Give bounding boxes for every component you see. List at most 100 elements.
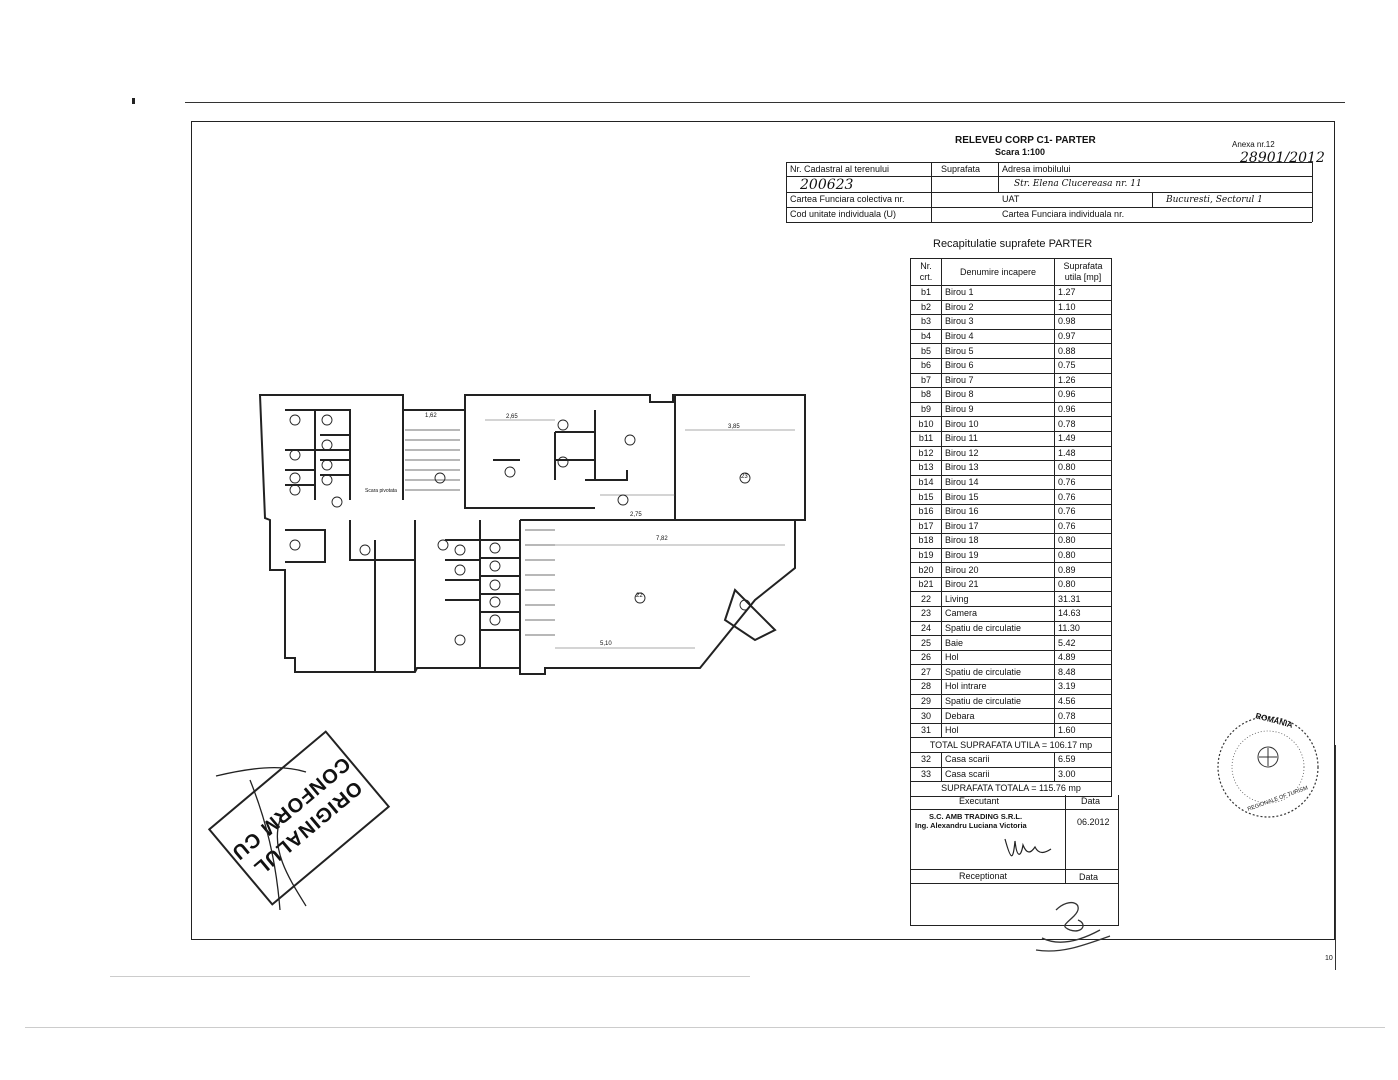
row-nr: 22 bbox=[910, 591, 942, 608]
row-area: 0.80 bbox=[1054, 547, 1112, 564]
row-name: Birou 14 bbox=[941, 474, 1055, 491]
unit-code-label: Cod unitate individuala (U) bbox=[790, 209, 897, 219]
row-area: 0.76 bbox=[1054, 503, 1112, 520]
cf-collective-label: Cartea Funciara colectiva nr. bbox=[790, 194, 905, 204]
row-nr: 23 bbox=[910, 606, 942, 622]
row-area: 6.59 bbox=[1054, 752, 1112, 768]
plan-dim-3: 5,10 bbox=[600, 641, 612, 647]
row-area: 3.19 bbox=[1054, 679, 1112, 695]
page-number: 10 bbox=[1325, 955, 1333, 962]
row-area: 0.89 bbox=[1054, 562, 1112, 578]
row-nr: b14 bbox=[910, 474, 942, 491]
row-nr: b3 bbox=[910, 314, 942, 330]
row-area: 4.89 bbox=[1054, 649, 1112, 666]
row-nr: 31 bbox=[910, 722, 942, 739]
row-nr: b12 bbox=[910, 445, 942, 462]
row-area: 1.48 bbox=[1054, 445, 1112, 462]
row-name: Birou 12 bbox=[941, 445, 1055, 462]
row-name: Casa scarii bbox=[941, 752, 1055, 768]
row-area: 0.96 bbox=[1054, 401, 1112, 418]
row-nr: 30 bbox=[910, 708, 942, 724]
row-area: 0.80 bbox=[1054, 533, 1112, 549]
row-nr: b13 bbox=[910, 460, 942, 476]
row-name: Birou 5 bbox=[941, 343, 1055, 359]
row-area: 1.60 bbox=[1054, 722, 1112, 739]
row-area: 1.26 bbox=[1054, 372, 1112, 389]
engineer-name: Ing. Alexandru Luciana Victoria bbox=[915, 821, 1027, 830]
address-label: Adresa imobilului bbox=[1002, 164, 1071, 174]
row-name: Birou 19 bbox=[941, 547, 1055, 564]
receiver-signature bbox=[1035, 901, 1111, 952]
top-rule bbox=[185, 102, 1345, 103]
row-nr: 25 bbox=[910, 635, 942, 651]
drawing-title: RELEVEU CORP C1- PARTER bbox=[955, 135, 1096, 146]
plan-label-living: 22 bbox=[636, 593, 643, 599]
row-name: Birou 11 bbox=[941, 430, 1055, 447]
row-name: Birou 1 bbox=[941, 285, 1055, 301]
row-name: Spatiu de circulatie bbox=[941, 664, 1055, 681]
row-area: 1.49 bbox=[1054, 430, 1112, 447]
row-nr: b7 bbox=[910, 372, 942, 389]
plan-dim-6: 1,62 bbox=[425, 413, 437, 419]
row-name: Debara bbox=[941, 708, 1055, 724]
row-nr: b18 bbox=[910, 533, 942, 549]
margin-mark bbox=[132, 98, 135, 104]
row-name: Birou 2 bbox=[941, 299, 1055, 316]
info-grid: Nr. Cadastral al terenului 200623 Supraf… bbox=[786, 162, 1313, 223]
row-name: Birou 20 bbox=[941, 562, 1055, 578]
row-area: 0.80 bbox=[1054, 460, 1112, 476]
row-nr: b16 bbox=[910, 503, 942, 520]
row-name: Birou 10 bbox=[941, 416, 1055, 432]
date-label: Data bbox=[1081, 796, 1101, 806]
col-area: Suprafata utila [mp] bbox=[1054, 258, 1112, 286]
row-area: 1.10 bbox=[1054, 299, 1112, 316]
address-value: Str. Elena Clucereasa nr. 11 bbox=[1014, 179, 1142, 189]
row-nr: b21 bbox=[910, 576, 942, 593]
row-area: 8.48 bbox=[1054, 664, 1112, 681]
row-area: 14.63 bbox=[1054, 606, 1112, 622]
row-area: 0.76 bbox=[1054, 474, 1112, 491]
company-name: S.C. AMB TRADING S.R.L. bbox=[929, 812, 1023, 821]
row-area: 0.78 bbox=[1054, 708, 1112, 724]
row-nr: b1 bbox=[910, 285, 942, 301]
row-area: 0.97 bbox=[1054, 328, 1112, 345]
row-nr: 29 bbox=[910, 693, 942, 710]
uat-value: Bucuresti, Sectorul 1 bbox=[1166, 195, 1263, 205]
signature-block: Executant Data S.C. AMB TRADING S.R.L. I… bbox=[910, 795, 1119, 926]
row-nr: b10 bbox=[910, 416, 942, 432]
row-nr: b5 bbox=[910, 343, 942, 359]
plan-label-camera: 23 bbox=[741, 474, 748, 480]
row-name: Birou 17 bbox=[941, 518, 1055, 535]
row-name: Baie bbox=[941, 635, 1055, 651]
recap-table: Nr. crt. Denumire incapere Suprafata uti… bbox=[910, 258, 1112, 797]
row-area: 0.76 bbox=[1054, 489, 1112, 505]
official-seal bbox=[1217, 716, 1319, 818]
engineer-signature bbox=[1004, 838, 1052, 857]
row-name: Birou 8 bbox=[941, 387, 1055, 403]
executant-label: Executant bbox=[959, 796, 1000, 806]
row-name: Living bbox=[941, 591, 1055, 608]
date-label-2: Data bbox=[1079, 872, 1099, 882]
bottom-rule-1 bbox=[110, 976, 750, 977]
total-useful-row-text: TOTAL SUPRAFATA UTILA = 106.17 mp bbox=[910, 737, 1112, 753]
uat-label: UAT bbox=[1002, 194, 1020, 204]
recap-title: Recapitulatie suprafete PARTER bbox=[933, 238, 1093, 250]
row-nr: 28 bbox=[910, 679, 942, 695]
plan-note: Scara pivotata bbox=[365, 488, 397, 494]
